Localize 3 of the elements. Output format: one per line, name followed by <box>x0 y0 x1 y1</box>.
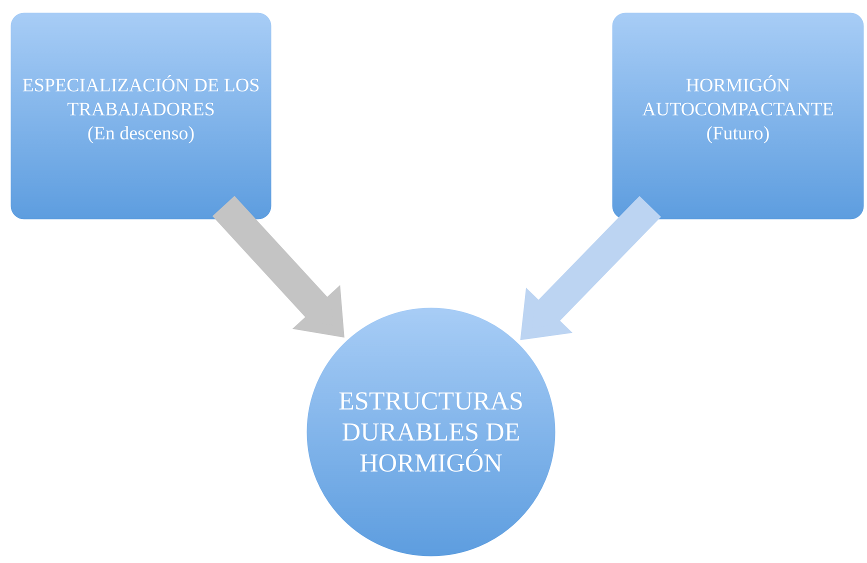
circle-node: ESTRUCTURAS DURABLES DE HORMIGÓN <box>305 306 557 558</box>
rounded-box: ESPECIALIZACIÓN DE LOS TRABAJADORES (En descenso) <box>9 11 273 221</box>
rounded-box: HORMIGÓN AUTOCOMPACTANTE (Futuro) <box>610 11 866 221</box>
